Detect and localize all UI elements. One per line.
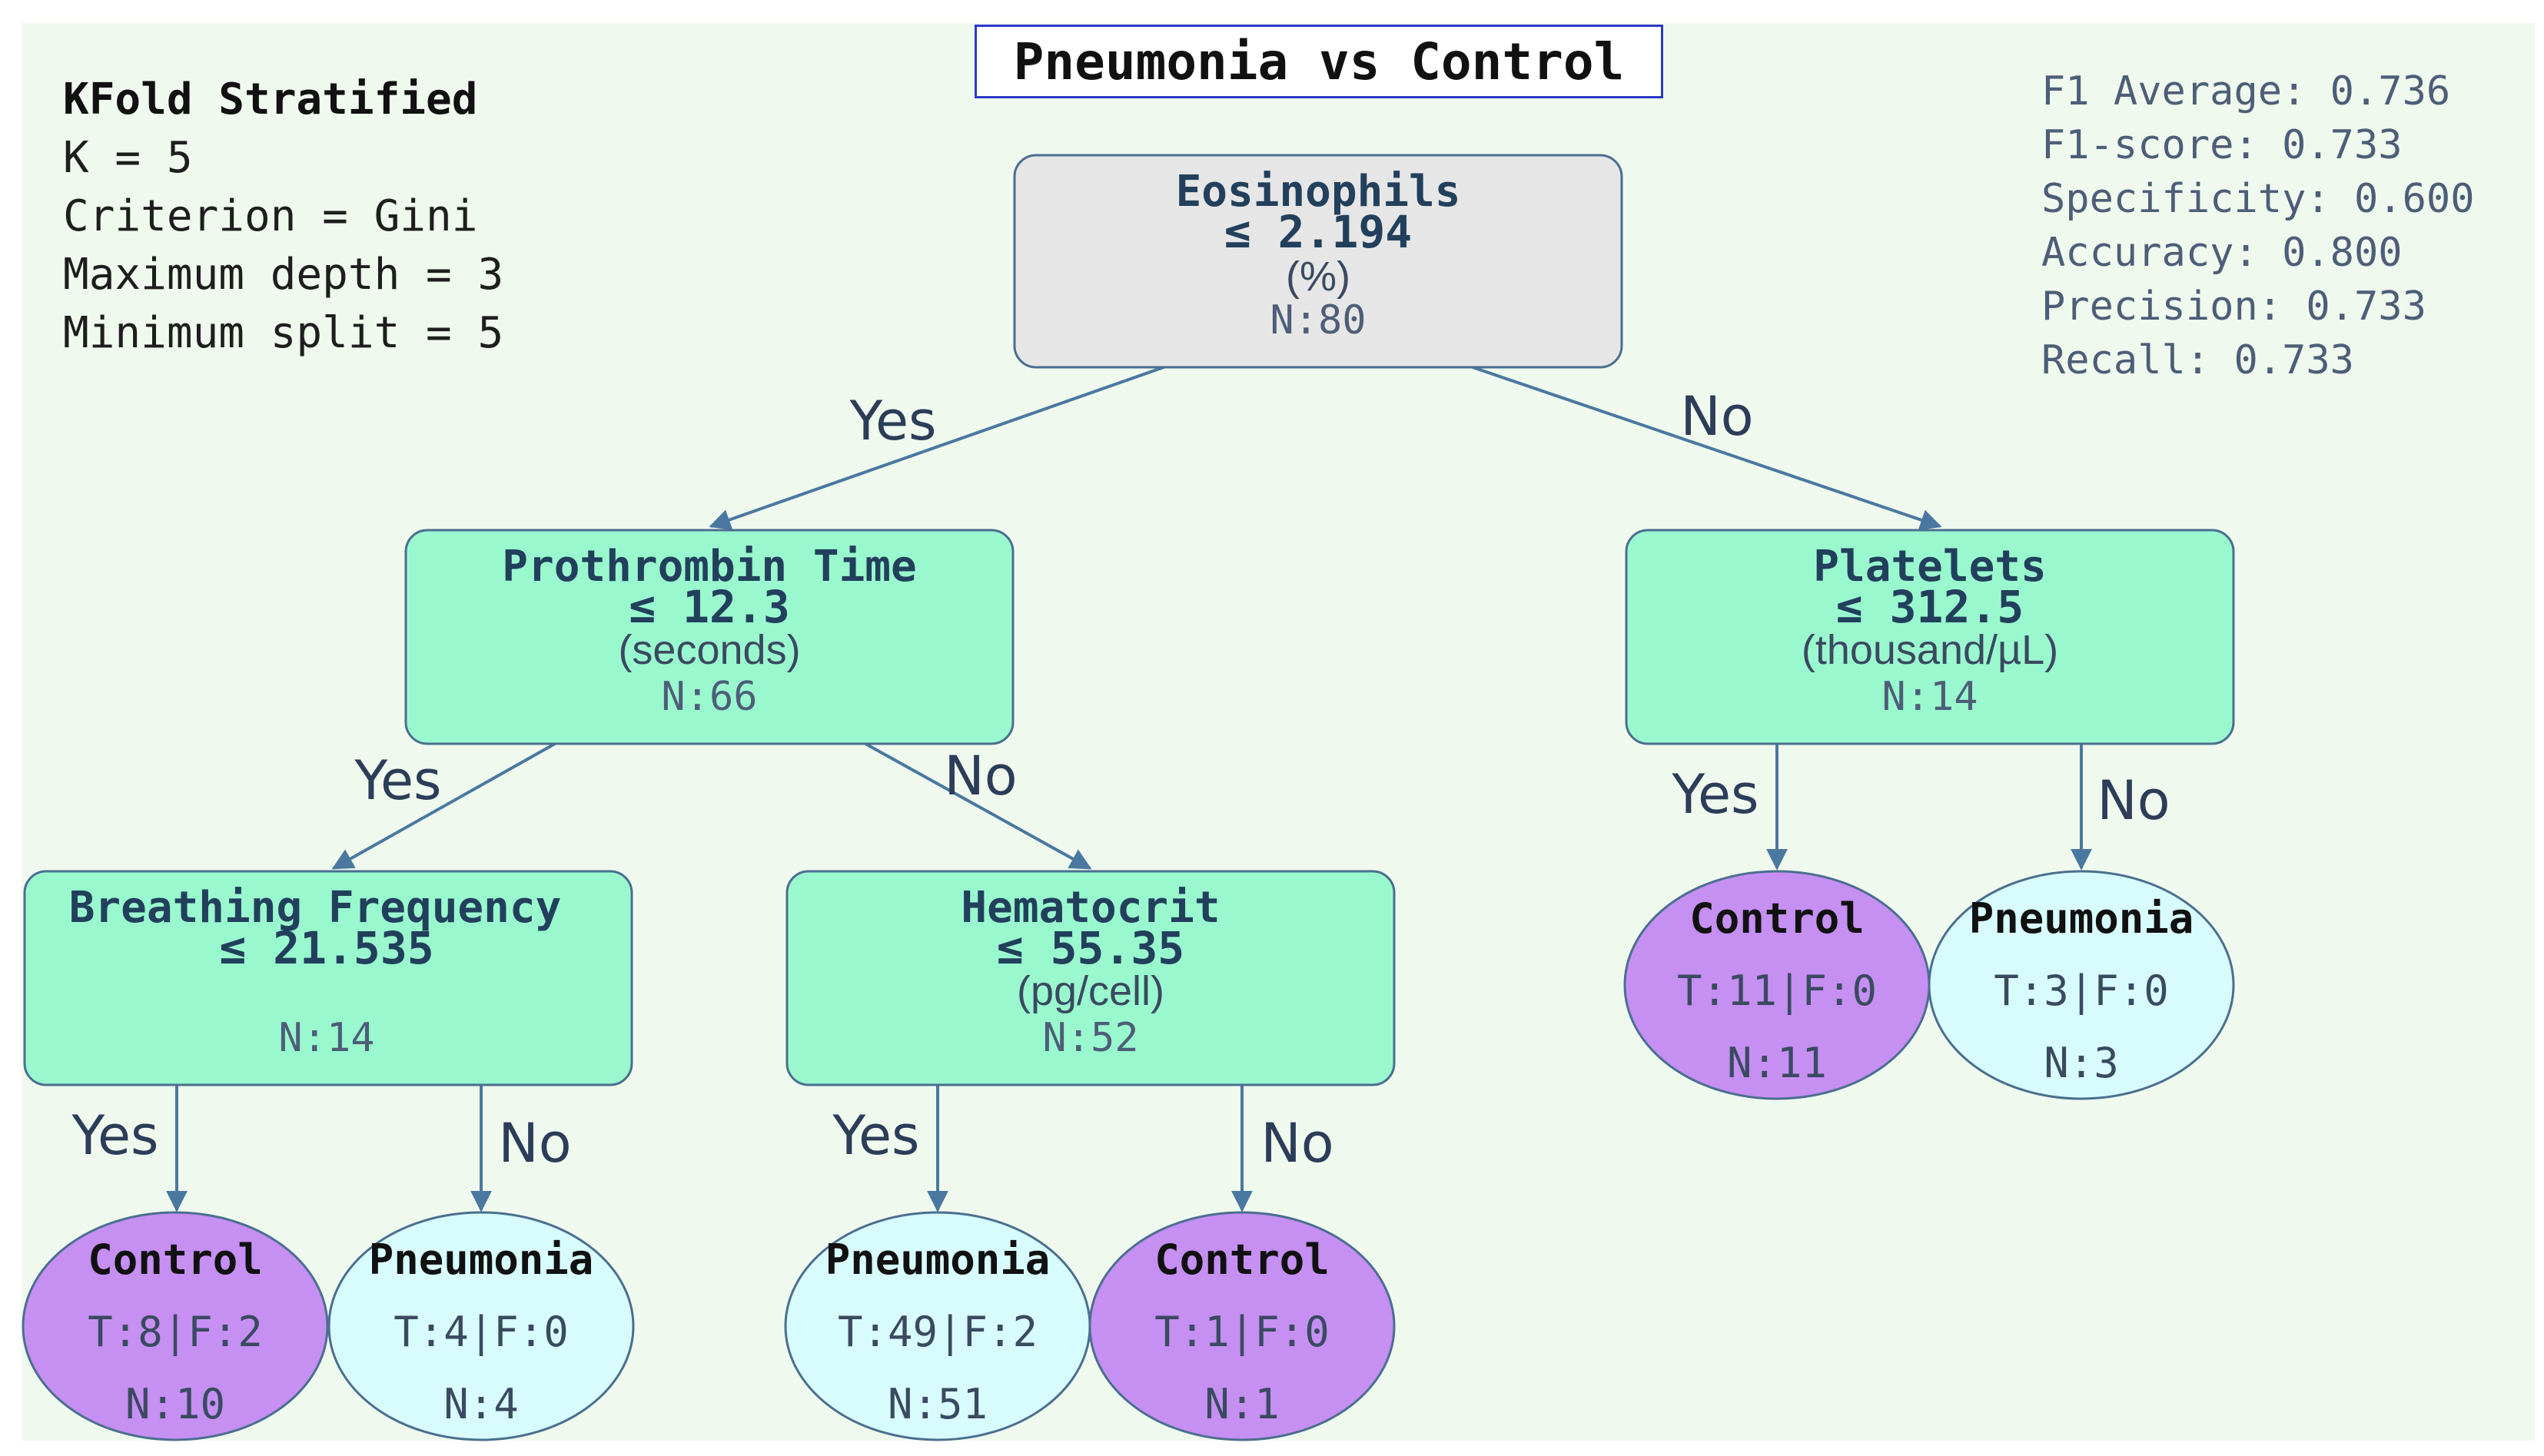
node-threshold: ≤ 2.194 <box>1224 206 1412 258</box>
config-line: Minimum split = 5 <box>63 308 504 358</box>
node-count: N:52 <box>1042 1015 1138 1061</box>
node-feature: Hematocrit <box>961 883 1220 933</box>
leaf-ellipse <box>1928 870 2235 1100</box>
edge-label-yes: Yes <box>354 749 442 812</box>
node-count: N:80 <box>1270 297 1366 343</box>
metrics-panel: F1 Average: 0.736 F1-score: 0.733 Specif… <box>2041 65 2475 387</box>
config-header: KFold Stratified <box>63 75 478 124</box>
edge-label-no: No <box>1260 1112 1333 1175</box>
leaf-node-lrr: Control T:1|F:0 N:1 <box>1088 1211 1396 1441</box>
diagram-title: Pneumonia vs Control <box>975 25 1663 98</box>
node-unit: (thousand/µL) <box>1802 627 2058 673</box>
node-threshold: ≤ 12.3 <box>629 581 790 633</box>
node-feature: Breathing Frequency <box>69 883 562 933</box>
metric-line: F1-score: 0.733 <box>2041 122 2403 168</box>
leaf-tf: T:11|F:0 <box>1677 967 1877 1015</box>
node-count: N:14 <box>278 1015 374 1061</box>
split-node-root: Eosinophils ≤ 2.194 (%) N:80 <box>1013 154 1623 369</box>
edge-label-yes: Yes <box>849 390 937 453</box>
metric-line: Precision: 0.733 <box>2041 284 2426 330</box>
split-node-left: Prothrombin Time ≤ 12.3 (seconds) N:66 <box>404 529 1015 745</box>
leaf-count: N:10 <box>125 1380 225 1428</box>
node-box <box>1013 154 1623 369</box>
config-line: K = 5 <box>63 133 193 183</box>
node-unit: (seconds) <box>618 627 800 673</box>
split-node-ll: Breathing Frequency ≤ 21.535 N:14 <box>23 870 633 1086</box>
node-unit: (%) <box>1286 254 1350 300</box>
leaf-class: Pneumonia <box>825 1235 1051 1284</box>
config-line: Criterion = Gini <box>63 191 478 241</box>
leaf-tf: T:49|F:2 <box>838 1308 1038 1356</box>
metric-line: Specificity: 0.600 <box>2041 176 2475 222</box>
edge-label-yes: Yes <box>71 1104 159 1167</box>
edge-left-lr <box>865 742 1092 870</box>
edge-root-right <box>1472 366 1942 531</box>
edge-label-yes: Yes <box>832 1104 920 1167</box>
leaf-ellipse <box>22 1211 329 1441</box>
leaf-class: Control <box>1154 1235 1330 1284</box>
edge-label-no: No <box>944 745 1017 808</box>
edge-root-left <box>709 366 1164 530</box>
metric-line: Accuracy: 0.800 <box>2041 230 2403 276</box>
node-feature: Platelets <box>1813 542 2046 592</box>
leaf-tf: T:8|F:2 <box>88 1308 263 1356</box>
node-feature: Eosinophils <box>1176 167 1461 217</box>
split-node-lr: Hematocrit ≤ 55.35 (pg/cell) N:52 <box>785 870 1396 1086</box>
leaf-node-lrl: Pneumonia T:49|F:2 N:51 <box>784 1211 1091 1441</box>
node-threshold: ≤ 312.5 <box>1836 581 2024 633</box>
node-box <box>404 529 1015 745</box>
node-count: N:14 <box>1881 674 1978 720</box>
tree-edges <box>166 366 2092 1212</box>
leaf-tf: T:4|F:0 <box>394 1308 569 1356</box>
leaf-count: N:51 <box>888 1380 988 1428</box>
metric-line: F1 Average: 0.736 <box>2041 68 2451 114</box>
edge-label-yes: Yes <box>1672 763 1759 826</box>
edge-left-ll <box>331 742 556 870</box>
node-box <box>1625 529 2235 745</box>
leaf-tf: T:3|F:0 <box>1994 967 2169 1015</box>
node-feature: Prothrombin Time <box>502 542 916 592</box>
node-box <box>785 870 1396 1086</box>
node-box <box>23 870 633 1086</box>
leaf-count: N:3 <box>2044 1039 2119 1087</box>
node-threshold: ≤ 21.535 <box>219 922 433 974</box>
leaf-class: Pneumonia <box>1969 894 2194 943</box>
leaf-count: N:4 <box>443 1380 519 1428</box>
node-threshold: ≤ 55.35 <box>997 922 1184 974</box>
node-count: N:66 <box>661 674 757 720</box>
edge-label-no: No <box>498 1112 571 1175</box>
leaf-node-llr: Pneumonia T:4|F:0 N:4 <box>327 1211 635 1441</box>
leaf-tf: T:1|F:0 <box>1154 1308 1330 1356</box>
leaf-count: N:1 <box>1204 1380 1280 1428</box>
leaf-class: Control <box>88 1235 263 1284</box>
edge-label-no: No <box>1680 385 1753 448</box>
config-line: Maximum depth = 3 <box>63 250 504 300</box>
leaf-class: Pneumonia <box>369 1235 594 1284</box>
metric-line: Recall: 0.733 <box>2041 337 2354 383</box>
leaf-class: Control <box>1689 894 1865 943</box>
leaf-node-rl: Control T:11|F:0 N:11 <box>1623 870 1931 1100</box>
node-unit: (pg/cell) <box>1017 968 1164 1014</box>
edge-label-no: No <box>2097 769 2170 832</box>
leaf-ellipse <box>1088 1211 1396 1441</box>
model-config: KFold Stratified K = 5 Criterion = Gini … <box>63 71 503 363</box>
leaf-node-rr: Pneumonia T:3|F:0 N:3 <box>1928 870 2235 1100</box>
leaf-node-lll: Control T:8|F:2 N:10 <box>22 1211 329 1441</box>
leaf-ellipse <box>327 1211 635 1441</box>
split-node-right: Platelets ≤ 312.5 (thousand/µL) N:14 <box>1625 529 2235 745</box>
leaf-count: N:11 <box>1727 1039 1827 1087</box>
